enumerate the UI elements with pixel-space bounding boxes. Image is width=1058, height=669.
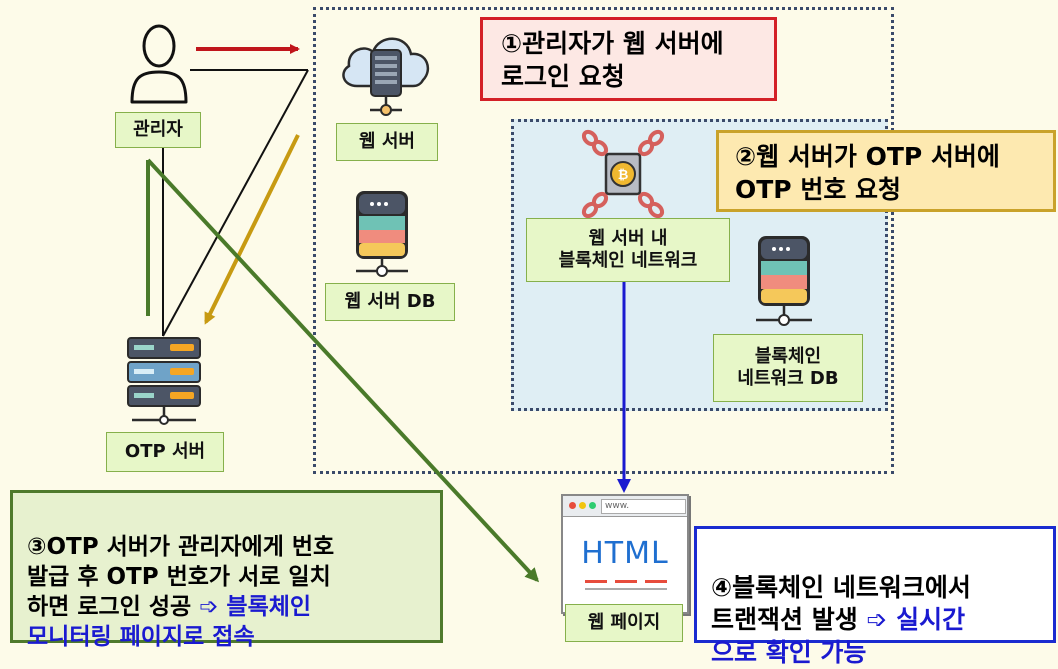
- cloud-server-icon: [342, 37, 430, 116]
- blockchain-db-label: 블록체인 네트워크 DB: [713, 334, 863, 402]
- web-db-label: 웹 서버 DB: [325, 283, 455, 321]
- blockchain-db-icon: [756, 236, 812, 326]
- otp-server-icon: [127, 337, 201, 425]
- step1-callout: ①관리자가 웹 서버에 로그인 요청: [480, 17, 777, 101]
- blockchain-in-web-label: 웹 서버 내 블록체인 네트워크: [526, 218, 730, 282]
- blockchain-chain-icon: ₿: [581, 129, 665, 219]
- connector-layer: [146, 44, 631, 583]
- web-page-icon: www. HTML: [561, 494, 689, 614]
- web-server-label: 웹 서버: [336, 123, 438, 161]
- svg-text:₿: ₿: [618, 168, 629, 183]
- web-page-label: 웹 페이지: [565, 604, 683, 642]
- url-bar: www.: [601, 499, 686, 514]
- otp-request-arrow: [204, 134, 300, 325]
- step3-result: ➩ 블록체인 모니터링 페이지로 접속: [27, 593, 312, 650]
- otp-server-label: OTP 서버: [106, 432, 224, 472]
- step4-text: ④블록체인 네트워크에서 트랜잭션 발생: [711, 572, 971, 635]
- web-server-region: [313, 7, 894, 474]
- web-to-otp-line: [162, 69, 309, 337]
- step4-callout: ④블록체인 네트워크에서 트랜잭션 발생 ➩ 실시간 으로 확인 가능: [694, 526, 1056, 667]
- step3-callout: ③OTP 서버가 관리자에게 번호 발급 후 OTP 번호가 서로 일치 하면 …: [10, 490, 443, 650]
- web-db-icon: [356, 191, 408, 277]
- access-page-arrow: [146, 158, 540, 583]
- step3-text: ③OTP 서버가 관리자에게 번호 발급 후 OTP 번호가 서로 일치 하면 …: [27, 533, 335, 620]
- html-text: HTML: [581, 536, 669, 571]
- step2-callout: ②웹 서버가 OTP 서버에 OTP 번호 요청: [716, 130, 1056, 212]
- admin-person-icon: [130, 24, 188, 104]
- admin-label: 관리자: [115, 112, 201, 148]
